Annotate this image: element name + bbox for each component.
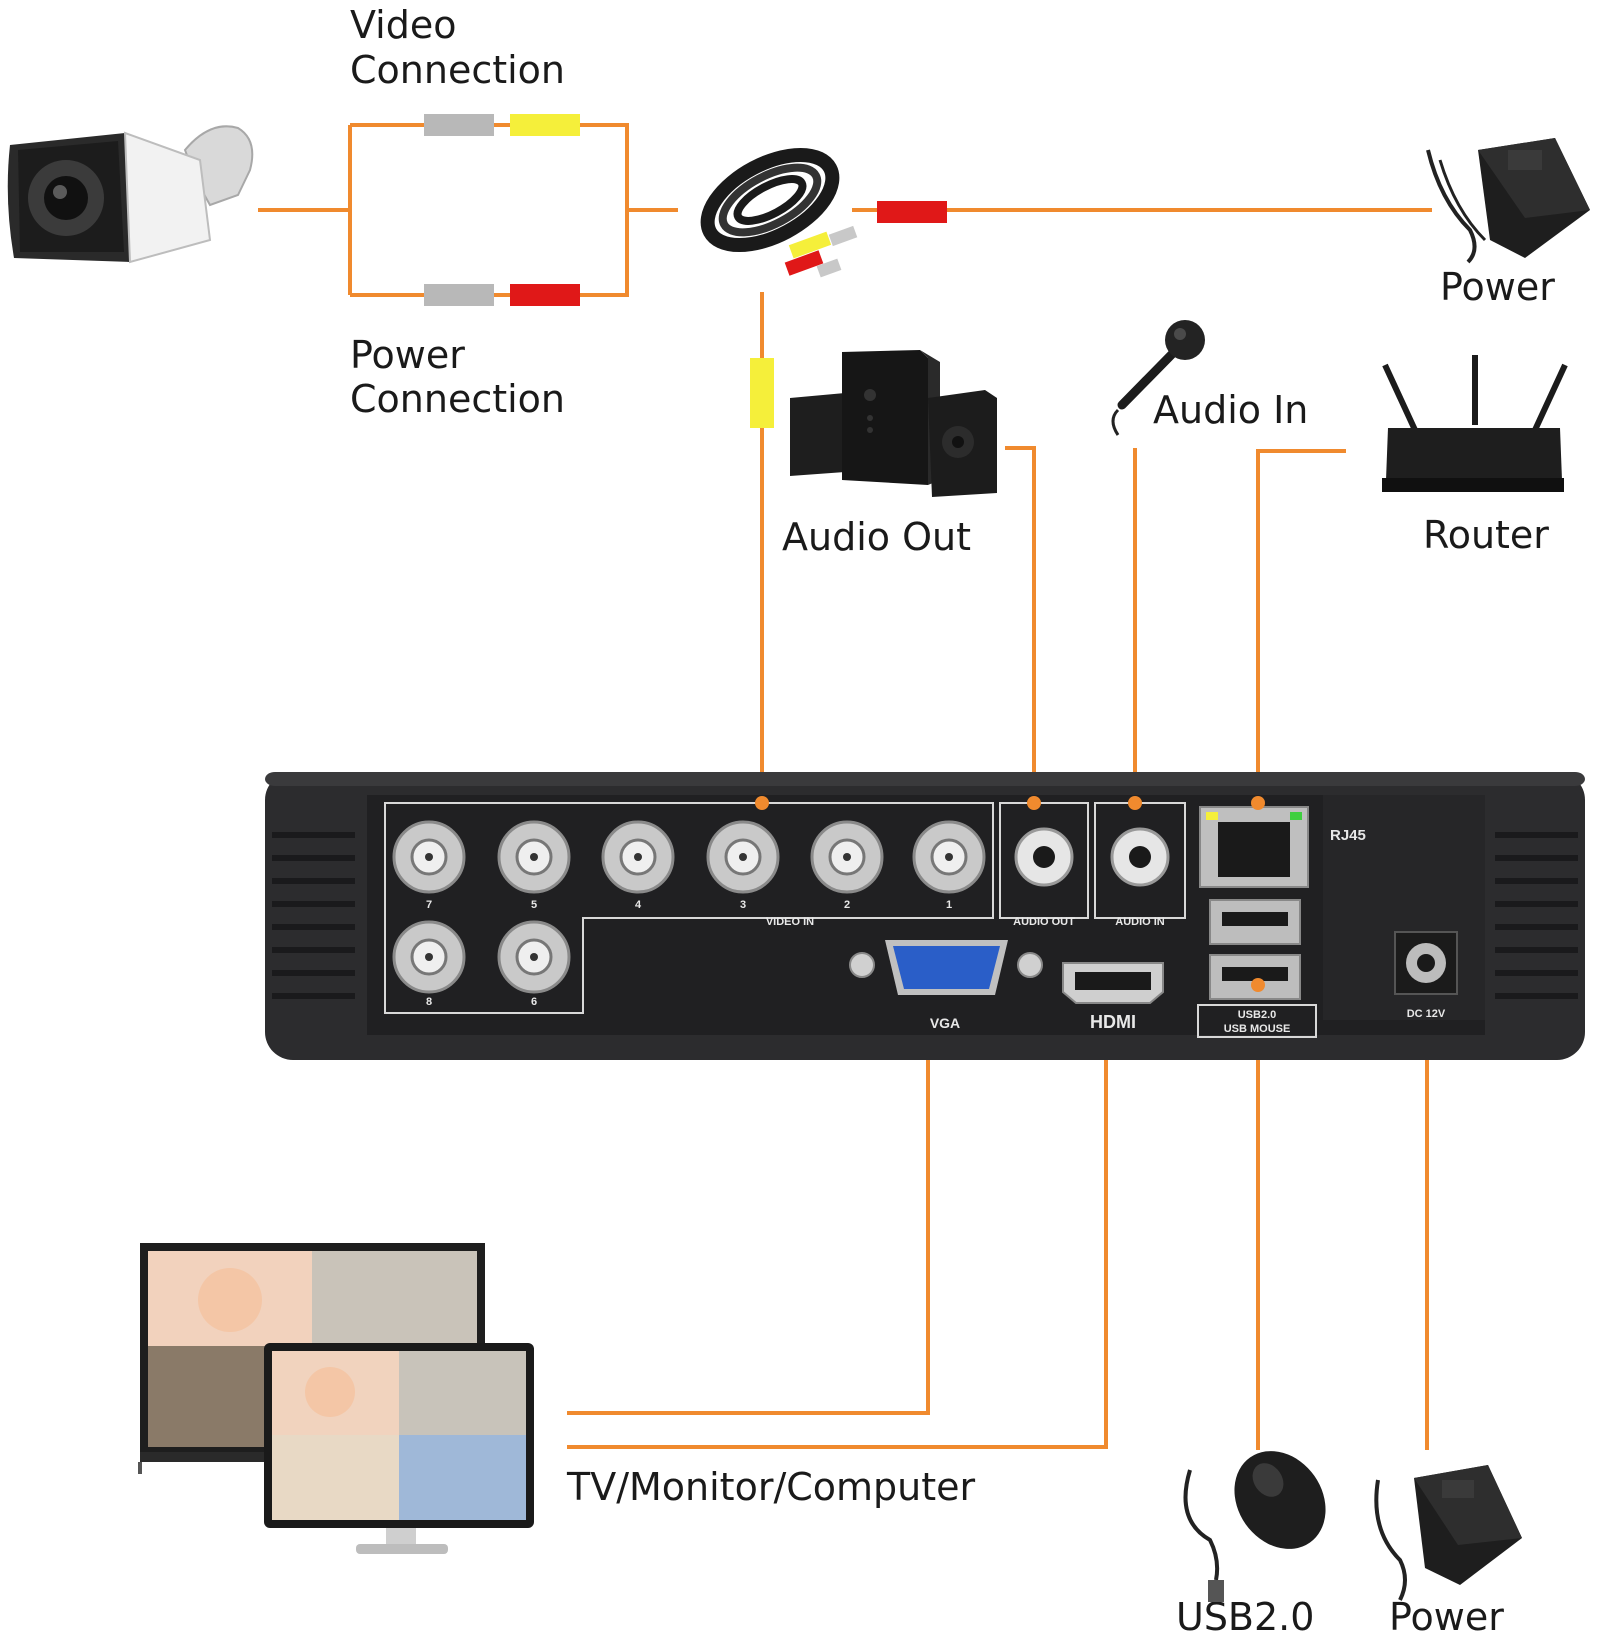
camera-icon (7, 125, 254, 264)
wire-endpoints (755, 796, 1265, 992)
bnc-label-2: 2 (844, 899, 850, 911)
connector-bars (424, 114, 947, 428)
audio-out-port-label: AUDIO OUT (1013, 916, 1075, 928)
bnc-video-in-7 (392, 820, 466, 894)
power-connection-label-2: Connection (350, 377, 565, 421)
dc-power-port (1394, 931, 1458, 995)
hdmi-port (1062, 962, 1164, 1004)
bnc-label-7: 7 (426, 899, 432, 911)
power-bottom-label: Power (1389, 1595, 1504, 1636)
bnc-label-6: 6 (531, 996, 537, 1008)
bnc-video-in-4 (601, 820, 675, 894)
bnc-video-in-3 (706, 820, 780, 894)
video-connection-label-1: Video (350, 3, 456, 47)
dvr-device: 7 5 4 3 2 1 8 6 VIDEO IN AUDIO OUT AUDIO… (265, 772, 1585, 1060)
microphone-icon (1111, 320, 1205, 436)
audio-in-port-label: AUDIO IN (1115, 916, 1165, 928)
video-down-yellow-bar (750, 358, 774, 428)
audio-out-label: Audio Out (782, 515, 971, 559)
cable-bundle-icon (700, 147, 858, 278)
vga-port (849, 940, 1043, 995)
tv-monitor-label: TV/Monitor/Computer (566, 1465, 976, 1509)
dc-port-label: DC 12V (1407, 1008, 1446, 1020)
power-adapter-icon-bottom (1374, 1465, 1522, 1601)
power-connection-label-1: Power (350, 333, 465, 377)
usb-port-label-1: USB2.0 (1238, 1009, 1277, 1021)
monitor-icon (138, 1243, 534, 1554)
power-adapter-icon-top (1426, 138, 1590, 264)
bnc-video-in-1 (912, 820, 986, 894)
bnc-label-4: 4 (635, 899, 642, 911)
bnc-label-3: 3 (740, 899, 746, 911)
bnc-label-5: 5 (531, 899, 537, 911)
video-yellow-bar (510, 114, 580, 136)
bnc-video-in-2 (810, 820, 884, 894)
bnc-video-in-8 (392, 920, 466, 994)
audio-in-label: Audio In (1153, 388, 1308, 432)
usb-port-label-2: USB MOUSE (1224, 1023, 1291, 1035)
bnc-video-in-6 (497, 920, 571, 994)
router-label: Router (1423, 513, 1549, 557)
power-gray-bar (424, 284, 494, 306)
power-top-red-bar (877, 201, 947, 223)
rj45-port (1199, 806, 1309, 888)
power-top-label: Power (1440, 265, 1555, 309)
rj45-port-label: RJ45 (1330, 827, 1366, 844)
rca-audio-in (1110, 827, 1170, 887)
speakers-icon (790, 350, 997, 497)
hdmi-port-label: HDMI (1090, 1012, 1136, 1032)
mouse-icon (1183, 1451, 1326, 1602)
dvr-vents-right (1495, 832, 1578, 999)
video-connection-label-2: Connection (350, 48, 565, 92)
usb-port-2 (1209, 954, 1301, 1000)
usb-label: USB2.0 (1176, 1595, 1314, 1636)
rca-audio-out (1014, 827, 1074, 887)
labels: Video Connection Power Connection Power … (350, 3, 1555, 1636)
bnc-label-8: 8 (426, 996, 432, 1008)
dvr-vents-left (272, 832, 355, 999)
vga-port-label: VGA (930, 1015, 960, 1031)
bnc-label-1: 1 (946, 899, 952, 911)
usb-port-1 (1209, 899, 1301, 945)
router-icon (1382, 355, 1568, 492)
power-red-bar (510, 284, 580, 306)
video-in-port-label: VIDEO IN (766, 916, 814, 928)
bnc-video-in-5 (497, 820, 571, 894)
video-gray-bar (424, 114, 494, 136)
